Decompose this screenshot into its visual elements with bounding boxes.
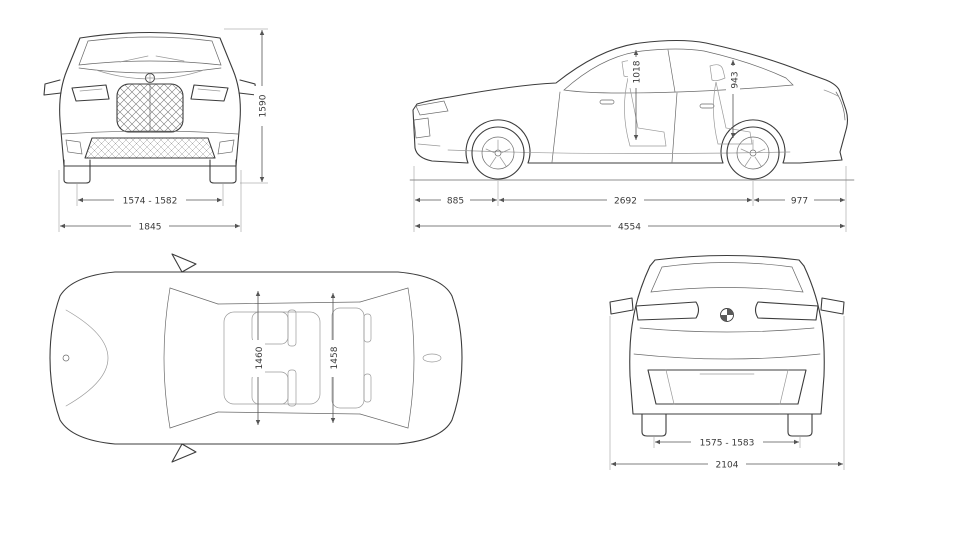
top-antenna-fin [422, 353, 442, 363]
side-headlight [415, 100, 449, 116]
rear-right-mirror [820, 297, 845, 315]
front-lower-intake [84, 137, 216, 159]
side-rear-headroom-dimension: 943 [726, 60, 741, 138]
rear-right-taillight [754, 301, 819, 321]
side-rear-overhang-label: 977 [791, 197, 808, 207]
side-wheelbase-dimension: 2692 [499, 194, 752, 207]
top-front-badge [62, 354, 70, 362]
front-right-headlight [190, 84, 229, 102]
front-windshield [78, 36, 222, 66]
top-view-drawing: 1460 1458 [49, 253, 463, 463]
front-right-wheel [209, 159, 237, 184]
rear-window [650, 262, 804, 293]
side-grille-edge [413, 117, 431, 139]
side-front-headroom-label: 1018 [633, 60, 643, 83]
top-rear-glass-base [407, 287, 415, 429]
front-track-label: 1574 - 1582 [123, 197, 178, 207]
front-roundel-cross [145, 73, 155, 83]
side-rear-door-handle [699, 103, 715, 109]
front-track-dimension: 1574 - 1582 [76, 184, 224, 207]
side-rear-headroom-label: 943 [731, 71, 741, 88]
front-width-dimension: 1845 [58, 170, 242, 233]
side-rear-seat [709, 64, 753, 145]
rear-trunk-line [639, 327, 815, 333]
front-height-label: 1590 [259, 94, 269, 117]
front-bumper-line [61, 130, 239, 135]
front-left-mirror [43, 79, 62, 96]
top-hood-crease [65, 309, 109, 407]
top-left-mirror [171, 253, 197, 273]
front-intake-mesh [85, 138, 215, 158]
rear-width-dimension: 2104 [609, 316, 845, 471]
top-right-mirror [171, 443, 197, 463]
rear-track-dimension: 1575 - 1583 [653, 436, 801, 449]
rear-view-drawing: 1575 - 1583 2104 [609, 254, 845, 471]
rear-left-wheel [641, 413, 667, 437]
top-front-interior-width-label: 1460 [255, 346, 265, 369]
top-a-pillars [169, 287, 219, 429]
rear-right-wheel [787, 413, 813, 437]
side-front-wheel [471, 126, 525, 180]
front-left-wheel [63, 159, 91, 184]
side-body-outline [412, 39, 849, 164]
front-width-label: 1845 [139, 223, 162, 233]
side-front-overhang-dimension: 885 [415, 194, 497, 207]
rear-bumper-line [633, 353, 821, 360]
side-rear-wheel [726, 126, 780, 180]
side-taillight [835, 91, 846, 121]
rear-body-outline [629, 265, 825, 415]
rear-diffuser [647, 369, 807, 405]
front-right-mirror [238, 79, 257, 96]
front-headlight-details [79, 88, 221, 92]
side-front-headroom-dimension: 1018 [628, 50, 643, 140]
front-body-outline [59, 31, 241, 167]
front-fog-lamps [65, 139, 235, 155]
rear-track-label: 1575 - 1583 [700, 439, 755, 449]
top-front-seats [251, 309, 297, 407]
front-hood-line [78, 67, 222, 74]
top-rear-interior-width-dimension: 1458 [326, 293, 340, 423]
side-length-label: 4554 [618, 223, 641, 233]
side-door-lines [551, 91, 678, 163]
rear-left-mirror [609, 297, 634, 315]
top-roof-edges [217, 301, 361, 415]
side-view-drawing: 1018 943 885 2692 [409, 39, 855, 233]
rear-left-taillight [635, 301, 700, 321]
side-lower-dimensions: 885 2692 977 4554 [413, 166, 847, 233]
top-rear-interior-width-label: 1458 [330, 346, 340, 369]
top-body-outline [49, 271, 463, 445]
front-view-drawing: 1590 1574 - 1582 1845 [43, 28, 269, 233]
side-wheelbase-label: 2692 [614, 197, 637, 207]
side-b-pillar [667, 49, 676, 93]
rear-diffuser-details [665, 369, 789, 405]
side-front-overhang-label: 885 [447, 197, 464, 207]
rear-roundel-badge [720, 308, 734, 322]
side-detail-lines [417, 89, 839, 147]
top-front-interior-width-dimension: 1460 [251, 291, 265, 425]
front-left-headlight [71, 84, 110, 102]
side-length-dimension: 4554 [415, 220, 845, 233]
rear-width-label: 2104 [716, 461, 739, 471]
top-windshield-base [163, 287, 171, 429]
side-sill-crease [447, 149, 791, 154]
side-rear-overhang-dimension: 977 [754, 194, 845, 207]
front-wipers [119, 55, 185, 63]
top-sunroof [223, 311, 321, 405]
rear-roof-spoiler [649, 254, 805, 267]
side-front-door-handle [599, 99, 615, 105]
top-c-pillars [359, 287, 409, 429]
front-height-dimension: 1590 [224, 28, 269, 184]
